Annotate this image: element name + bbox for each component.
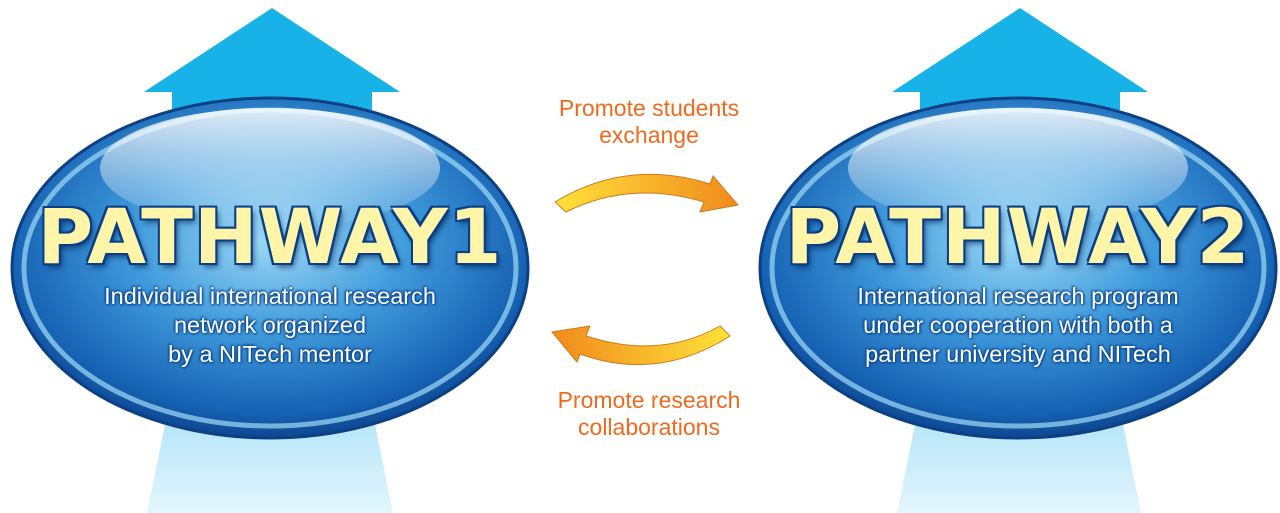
pathway2-title: PATHWAY2	[785, 192, 1251, 281]
pathway1-title: PATHWAY1	[37, 192, 503, 281]
pathway2-description-line: under cooperation with both a	[863, 312, 1173, 338]
pathway1-oval	[10, 96, 530, 440]
promote-label-line: Promote research	[557, 387, 741, 413]
curved-arrow-left-icon	[551, 325, 731, 366]
pathway1-description-line: network organized	[173, 312, 367, 338]
pathway1-description-line: Individual international research	[104, 283, 436, 309]
pathway2-description-line: partner university and NITech	[865, 341, 1171, 367]
promote-label-line: exchange	[599, 122, 699, 148]
promote-students-exchange-label: Promote students exchange	[489, 95, 809, 149]
curved-arrow-right-icon	[554, 173, 739, 213]
pathway1-description-line: by a NITech mentor	[168, 341, 372, 367]
pathway2-description: International research program under coo…	[758, 282, 1278, 369]
promote-research-collaborations-label: Promote research collaborations	[489, 387, 809, 441]
pathway2-description-line: International research program	[857, 283, 1179, 309]
promote-label-line: Promote students	[558, 95, 740, 121]
promote-label-line: collaborations	[578, 414, 720, 440]
pathway1-description: Individual international research networ…	[10, 282, 530, 369]
pathway2-oval	[758, 96, 1278, 440]
